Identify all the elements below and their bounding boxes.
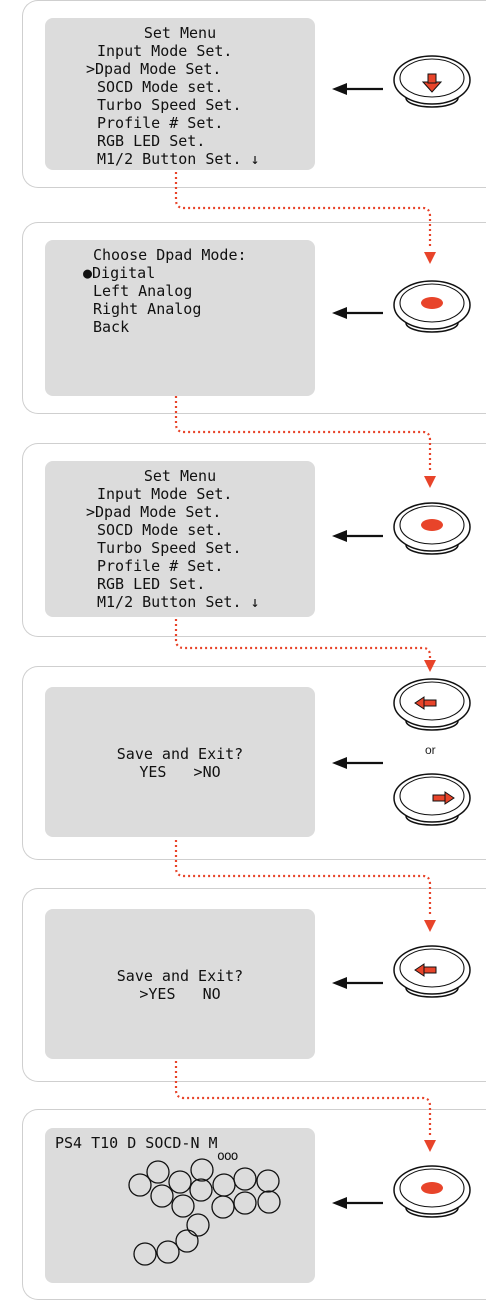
button-circle (150, 1184, 174, 1208)
arrow-left-icon (332, 307, 383, 319)
dialog-question: Save and Exit? (116, 967, 244, 985)
menu-item: Right Analog (93, 300, 202, 318)
menu-item: Input Mode Set. (97, 485, 233, 503)
led-indicator: ooo (217, 1149, 238, 1164)
connector-arrowhead (424, 1140, 436, 1152)
menu-item: M1/2 Button Set. ↓ (97, 593, 260, 611)
arrow-left-icon (332, 757, 383, 769)
arrow-left-icon (332, 1197, 383, 1209)
menu-item: M1/2 Button Set. ↓ (97, 150, 260, 168)
dialog-question: Save and Exit? (116, 745, 244, 763)
button-circle (190, 1158, 214, 1182)
menu-item: Input Mode Set. (97, 42, 233, 60)
menu-item-selected: ●Digital (83, 264, 156, 282)
menu-item: Back (93, 318, 130, 336)
button-layout (128, 1158, 281, 1266)
joystick-left-icon (393, 678, 471, 731)
connector-arrowhead (424, 252, 436, 264)
lcd-screen-3: Set Menu Input Mode Set. >Dpad Mode Set.… (45, 461, 315, 617)
lcd-screen-6: PS4 T10 D SOCD-N M ooo (45, 1128, 315, 1283)
button-circle (133, 1242, 157, 1266)
flow-connector (174, 619, 432, 660)
menu-item: SOCD Mode set. (97, 521, 224, 539)
flow-connector (174, 840, 432, 916)
button-circle (233, 1191, 257, 1215)
lcd-screen-4: Save and Exit? YES >NO (45, 687, 315, 837)
menu-item: Turbo Speed Set. (97, 539, 242, 557)
arrow-left-icon (332, 83, 383, 95)
menu-item: Profile # Set. (97, 114, 224, 132)
status-line: PS4 T10 D SOCD-N M (55, 1134, 218, 1152)
button-circle (146, 1160, 170, 1184)
flow-connector (174, 396, 432, 472)
dialog-options: >YES NO (139, 985, 221, 1003)
button-circle (211, 1195, 235, 1219)
connector-arrowhead (424, 476, 436, 488)
button-circle (171, 1194, 195, 1218)
button-circle (128, 1173, 152, 1197)
connector-arrowhead (424, 920, 436, 932)
menu-item-selected: >Dpad Mode Set. (86, 60, 222, 78)
menu-item: Turbo Speed Set. (97, 96, 242, 114)
button-circle (256, 1169, 280, 1193)
menu-title: Set Menu (143, 467, 217, 485)
arrow-left-icon (332, 977, 383, 989)
button-circle (175, 1229, 199, 1253)
menu-title: Choose Dpad Mode: (93, 246, 247, 264)
button-circle (156, 1240, 180, 1264)
menu-item: RGB LED Set. (97, 575, 206, 593)
flow-connector (174, 1061, 432, 1136)
joystick-down-icon (393, 55, 471, 108)
menu-item: Profile # Set. (97, 557, 224, 575)
lcd-screen-2: Choose Dpad Mode: ●Digital Left Analog R… (45, 240, 315, 396)
joystick-press-icon (393, 1165, 471, 1218)
menu-item-selected: >Dpad Mode Set. (86, 503, 222, 521)
joystick-left-icon (393, 945, 471, 998)
or-label: or (425, 743, 436, 757)
dialog-options: YES >NO (139, 763, 221, 781)
menu-item: Left Analog (93, 282, 193, 300)
lcd-screen-5: Save and Exit? >YES NO (45, 909, 315, 1059)
menu-item: RGB LED Set. (97, 132, 206, 150)
connector-arrowhead (424, 660, 436, 672)
arrow-left-icon (332, 530, 383, 542)
button-circle (168, 1170, 192, 1194)
button-circle (257, 1190, 281, 1214)
menu-title: Set Menu (143, 24, 217, 42)
button-circle (189, 1178, 213, 1202)
joystick-right-icon (393, 773, 471, 826)
button-circle (186, 1213, 210, 1237)
menu-item: SOCD Mode set. (97, 78, 224, 96)
button-circle (233, 1167, 257, 1191)
joystick-press-icon (393, 280, 471, 333)
lcd-screen-1: Set Menu Input Mode Set. >Dpad Mode Set.… (45, 18, 315, 170)
joystick-press-icon (393, 502, 471, 555)
flow-connector (174, 172, 432, 248)
